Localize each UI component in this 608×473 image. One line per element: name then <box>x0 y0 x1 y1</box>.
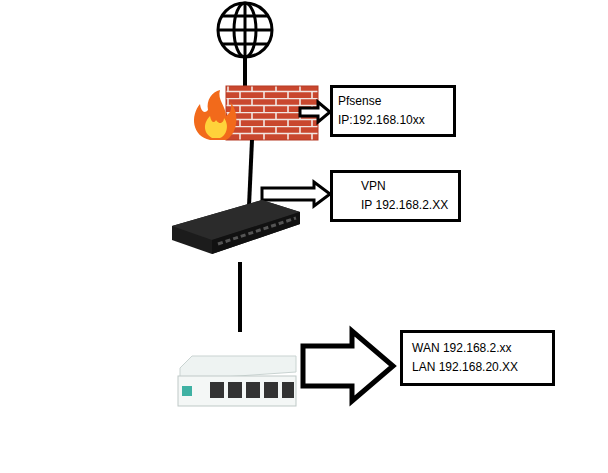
box-text: WAN 192.168.2.xx <box>412 339 546 358</box>
pointer-arrow <box>303 331 393 401</box>
switch-icon <box>172 200 300 254</box>
box-text: VPN <box>361 177 452 196</box>
link-line <box>238 262 242 332</box>
info-box: VPNIP 192.168.2.XX <box>330 170 461 222</box>
pointer-arrow <box>300 102 330 122</box>
info-box: PfsenseIP:192.168.10xx <box>330 85 456 137</box>
box-text: LAN 192.168.20.XX <box>412 358 546 377</box>
info-box: WAN 192.168.2.xxLAN 192.168.20.XX <box>400 330 555 386</box>
pointer-arrow <box>262 182 330 206</box>
link-line <box>249 140 252 206</box>
router-icon <box>178 356 296 406</box>
box-text: IP 192.168.2.XX <box>361 196 452 215</box>
link-line <box>243 57 247 88</box>
box-text: Pfsense <box>338 92 447 111</box>
globe-icon <box>218 3 272 57</box>
box-text: IP:192.168.10xx <box>338 111 447 130</box>
